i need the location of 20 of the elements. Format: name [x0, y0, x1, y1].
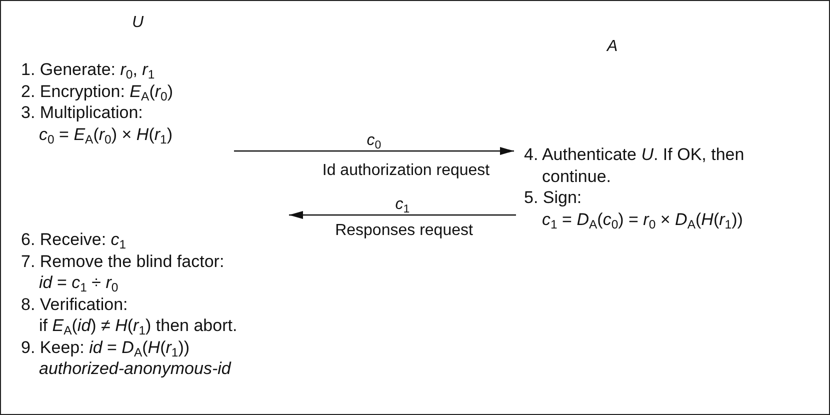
arrow	[289, 211, 516, 219]
step-text: 7. Remove the blind factor:	[21, 250, 226, 272]
formula-text: c$_{0}$ = E$_{A}$(r$_{0}$) × H(r$_{1}$)	[38, 124, 174, 145]
formula-text: c$_{1}$ = D$_{A}$(c$_{0}$) = r$_{0}$ × D$_{A}$(H(r$_{1}$))	[541, 208, 744, 230]
message-label: Id authorization request	[322, 161, 490, 181]
party-heading: U	[132, 13, 144, 33]
step-text: 5. Sign:	[524, 187, 583, 208]
step-text: 6. Receive: c$_{1}$	[21, 229, 128, 250]
message-label: Responses request	[335, 221, 473, 241]
formula-text: id = c$_{1}$ ÷ r$_{0}$	[38, 272, 120, 294]
step-text: 1. Generate: r$_{0}$, r$_{1}$	[21, 59, 156, 80]
formula-text: authorized-anonymous-id	[38, 358, 232, 380]
step-text: 3. Multiplication:	[21, 102, 144, 124]
step-text: 9. Keep: id = D$_{A}$(H(r$_{1}$))	[21, 336, 191, 358]
arrow	[234, 147, 514, 155]
step-text: 8. Verification:	[21, 294, 129, 315]
formula-text: if E$_{A}$(id) ≠ H(r$_{1}$) then abort.	[38, 315, 238, 336]
step-text: 4. Authenticate U. If OK, then continue.	[524, 144, 746, 187]
step-text: 2. Encryption: E$_{A}$(r$_{0}$)	[21, 80, 174, 102]
party-heading: A	[607, 37, 618, 57]
